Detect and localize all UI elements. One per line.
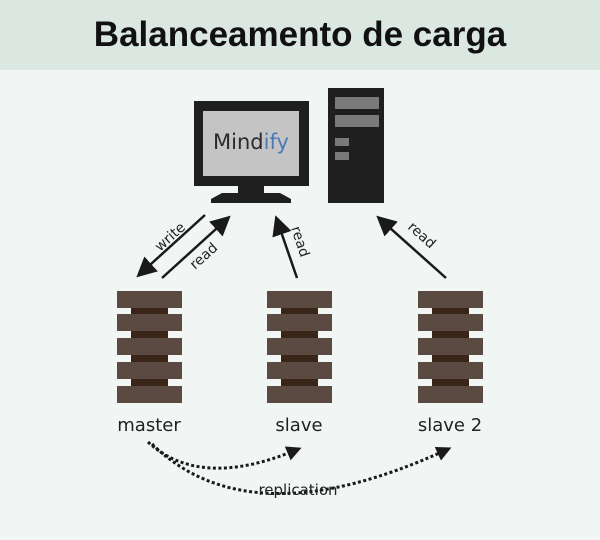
db-label-slave: slave [275, 415, 322, 436]
replication-arrows [146, 440, 452, 496]
db-label-slave2: slave 2 [418, 415, 482, 436]
read-arrow-slave [272, 215, 299, 279]
page-title: Balanceamento de carga [93, 15, 507, 54]
db-label-master: master [117, 415, 181, 436]
write-label: write [152, 220, 189, 255]
database-icon-master [117, 291, 182, 403]
read-label-master: read [187, 240, 221, 273]
read-arrow-slave2 [376, 215, 447, 279]
replication-arrow-slave [146, 440, 302, 470]
read-arrow-master [161, 215, 231, 279]
read-label-slave: read [287, 224, 312, 259]
replication-arrow-slave2 [150, 442, 452, 496]
server-tower-icon [328, 88, 384, 203]
read-label-slave2: read [404, 219, 438, 252]
database-icon-slave [267, 291, 332, 403]
database-icon-slave2 [418, 291, 483, 403]
write-arrow [136, 214, 206, 278]
monitor-icon: Mindify [194, 101, 309, 203]
title-banner: Balanceamento de carga [0, 0, 600, 70]
app-logo: Mindify [213, 130, 289, 154]
replication-label: replication [258, 481, 337, 499]
arrows [136, 214, 447, 279]
